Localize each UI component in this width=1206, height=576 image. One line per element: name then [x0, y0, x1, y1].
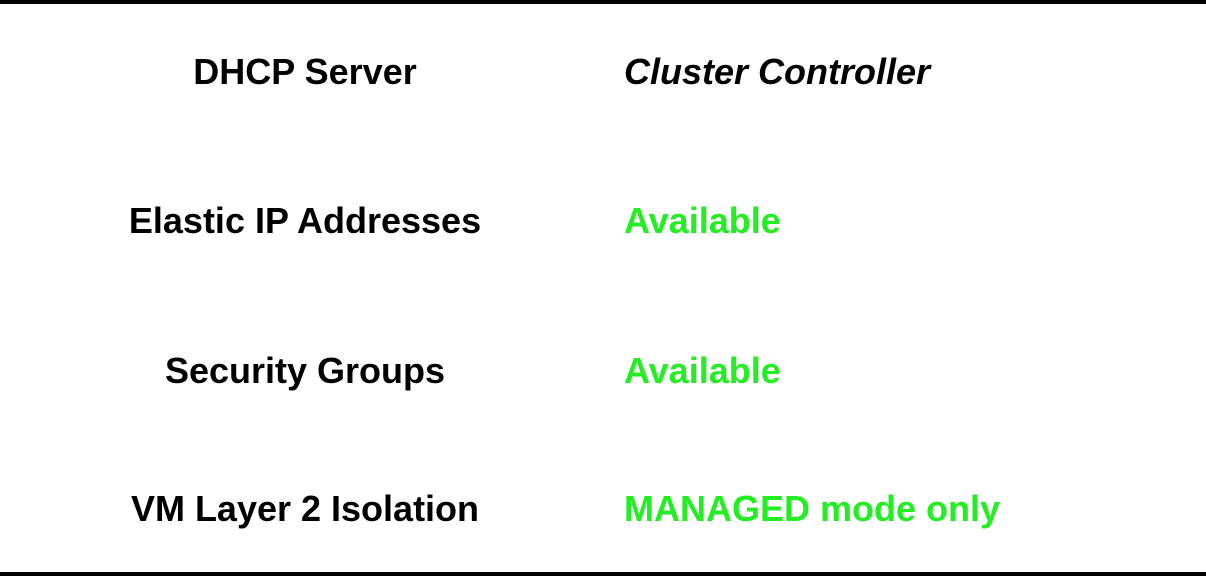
row-value-security-groups: Available	[624, 350, 781, 391]
row-value-vm-isolation: MANAGED mode only	[624, 488, 1001, 529]
table-header-row: DHCP Server Cluster Controller	[0, 47, 1206, 97]
row-value-elastic-ip: Available	[624, 200, 781, 241]
table-row: VM Layer 2 Isolation MANAGED mode only	[0, 484, 1206, 534]
table-row: Elastic IP Addresses Available	[0, 196, 1206, 246]
header-dhcp-server: DHCP Server	[193, 51, 417, 92]
top-rule	[0, 0, 1206, 4]
table-row: Security Groups Available	[0, 346, 1206, 396]
bottom-rule	[0, 572, 1206, 576]
row-label-security-groups: Security Groups	[164, 350, 446, 391]
row-label-vm-isolation: VM Layer 2 Isolation	[130, 488, 480, 529]
header-cluster-controller: Cluster Controller	[624, 51, 931, 92]
row-label-elastic-ip: Elastic IP Addresses	[128, 200, 482, 241]
